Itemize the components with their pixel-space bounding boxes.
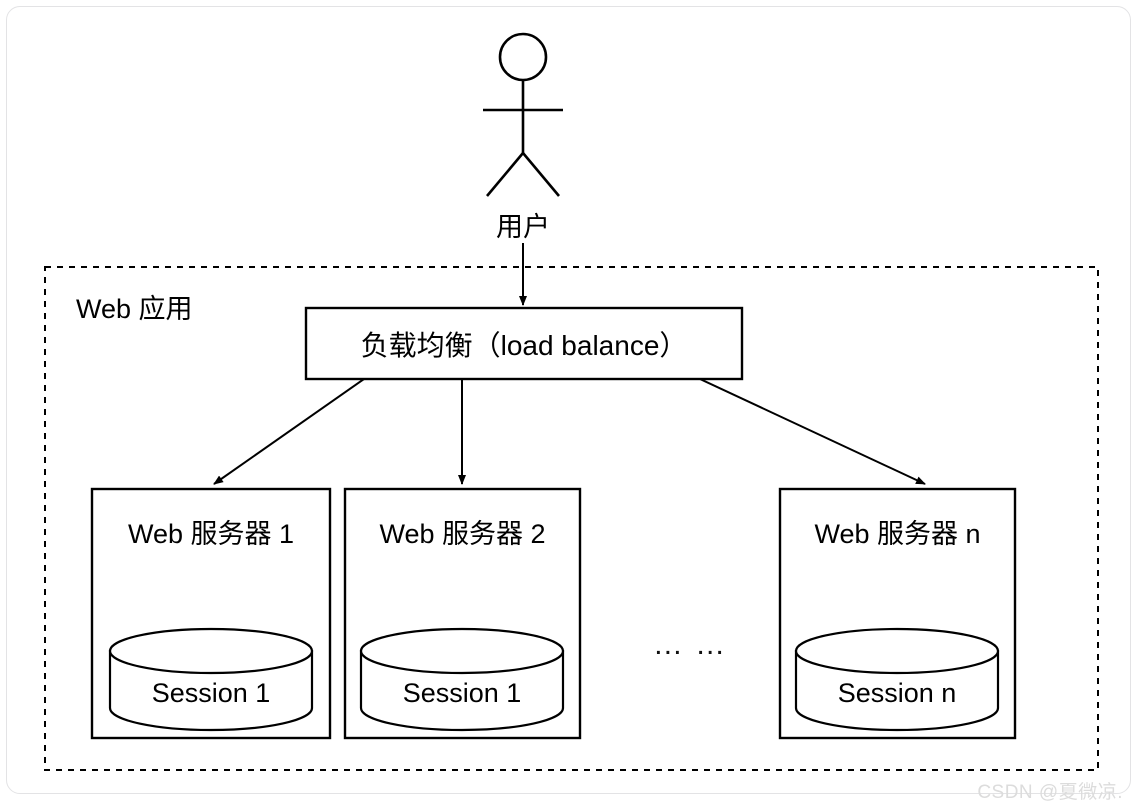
watermark-label: CSDN @夏微凉. [977, 782, 1123, 803]
session-cylinder-1 [108, 627, 314, 732]
session-n-label: Session n [837, 678, 957, 708]
server-box-n [778, 487, 1017, 740]
web-application-container [44, 266, 1099, 771]
session-cylinder-n [794, 627, 1000, 732]
arrow-lb-to-server-n [699, 378, 926, 485]
stick-figure-actor-icon [483, 32, 563, 197]
web-application-label: Web 应用 [76, 294, 193, 324]
server-2-title: Web 服务器 2 [379, 519, 546, 549]
load-balancer-label: 负载均衡（load balance） [360, 329, 688, 361]
server-n-title: Web 服务器 n [814, 519, 981, 549]
session-cylinder-2 [359, 627, 565, 732]
server-box-1 [90, 487, 332, 740]
session-1-label: Session 1 [151, 678, 271, 708]
server-box-2 [343, 487, 582, 740]
server-1-title: Web 服务器 1 [127, 519, 295, 549]
arrow-lb-to-server-1 [213, 378, 365, 485]
ellipsis-separator: … … [652, 628, 728, 661]
load-balancer-box [304, 306, 744, 381]
session-2-label: Session 1 [402, 678, 522, 708]
actor-label: 用户 [496, 212, 550, 242]
